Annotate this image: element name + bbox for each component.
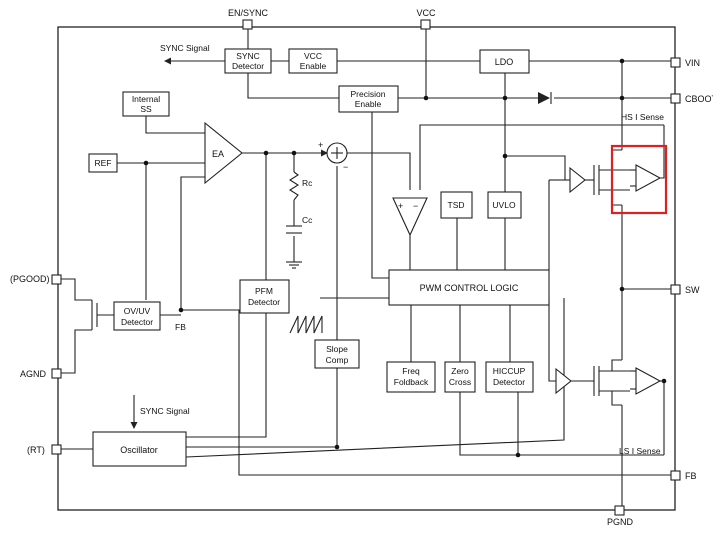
cc-label: Cc — [302, 215, 313, 225]
sum-minus-sign: − — [343, 162, 348, 172]
uvlo-label: UVLO — [492, 200, 516, 210]
internal-ss-line2: SS — [140, 104, 152, 114]
precision-enable-line2: Enable — [355, 99, 382, 109]
comparator-plus-sign: + — [398, 201, 403, 211]
hiccup-detector-line1: HICCUP — [493, 366, 526, 376]
hs-current-sense-amp — [612, 125, 665, 192]
resistor-rc: Rc — [288, 171, 313, 201]
ls-current-sense-amp — [612, 367, 664, 395]
hs-i-sense-label: HS I Sense — [621, 112, 664, 122]
sync-signal-top-label: SYNC Signal — [160, 43, 210, 53]
pin-fb: FB — [670, 470, 697, 481]
ls-i-sense-label: LS I Sense — [619, 446, 661, 456]
ground-symbol — [286, 261, 302, 269]
uvlo-block: UVLO — [487, 191, 522, 219]
pfm-detector-block: PFM Detector — [239, 279, 290, 314]
boot-diode — [538, 92, 552, 104]
hiccup-detector-block: HICCUP Detector — [485, 361, 534, 393]
pin-vin-label: VIN — [685, 58, 700, 68]
ov-uv-detector-block: OV/UV Detector — [113, 301, 161, 331]
freq-foldback-line2: Foldback — [394, 377, 429, 387]
tsd-block: TSD — [440, 191, 473, 219]
vcc-enable-block: VCC Enable — [288, 48, 338, 74]
pwm-control-logic-block: PWM CONTROL LOGIC — [388, 269, 550, 306]
ref-block: REF — [88, 153, 118, 173]
ic-outline — [57, 26, 676, 511]
pin-agnd-label: AGND — [20, 369, 47, 379]
zero-cross-block: Zero Cross — [444, 361, 476, 393]
capacitor-cc: Cc — [286, 215, 313, 234]
pin-vcc: VCC — [416, 8, 436, 30]
pin-sw-label: SW — [685, 285, 700, 295]
vcc-enable-line2: Enable — [300, 61, 327, 71]
pfm-detector-line1: PFM — [255, 286, 273, 296]
ov-uv-detector-line1: OV/UV — [124, 306, 151, 316]
ldo-block: LDO — [479, 49, 530, 74]
pwm-control-logic-label: PWM CONTROL LOGIC — [420, 283, 519, 293]
slope-comp-line2: Comp — [326, 355, 349, 365]
oscillator-label: Oscillator — [120, 445, 158, 455]
sync-detector-line2: Detector — [232, 61, 264, 71]
ov-uv-detector-line2: Detector — [121, 317, 153, 327]
sawtooth-waveform — [289, 315, 323, 334]
sync-detector-line1: SYNC — [236, 51, 260, 61]
tsd-label: TSD — [448, 200, 465, 210]
sync-signal-bottom-label: SYNC Signal — [140, 406, 190, 416]
pin-pgood-label: (PGOOD) — [10, 274, 50, 284]
pin-pgnd: PGND — [607, 505, 634, 527]
pin-en-sync-label: EN/SYNC — [228, 8, 269, 18]
sum-plus-sign: + — [318, 140, 323, 150]
ls-gate-driver — [555, 359, 622, 406]
vcc-enable-line1: VCC — [304, 51, 322, 61]
freq-foldback-block: Freq Foldback — [386, 361, 436, 393]
pin-fb-label: FB — [685, 471, 697, 481]
rc-label: Rc — [302, 178, 313, 188]
pin-rt-label: (RT) — [27, 445, 45, 455]
zero-cross-line1: Zero — [451, 366, 469, 376]
pin-en-sync: EN/SYNC — [228, 8, 269, 30]
hiccup-detector-line2: Detector — [493, 377, 525, 387]
freq-foldback-line1: Freq — [402, 366, 420, 376]
pin-rt: (RT) — [27, 444, 62, 455]
pin-vcc-label: VCC — [416, 8, 436, 18]
slope-comp-line1: Slope — [326, 344, 348, 354]
pin-cboot-label: CBOOT — [685, 94, 713, 104]
pin-pgnd-label: PGND — [607, 517, 634, 527]
hs-sense-highlight — [610, 144, 668, 215]
ea-label: EA — [212, 149, 224, 159]
ref-label: REF — [95, 158, 112, 168]
pin-sw: SW — [670, 284, 700, 295]
hs-gate-driver — [569, 149, 622, 206]
fb-internal-label: FB — [175, 322, 186, 332]
junction-dots — [143, 58, 667, 458]
pfm-detector-line2: Detector — [248, 297, 280, 307]
zero-cross-line2: Cross — [449, 377, 471, 387]
internal-ss-line1: Internal — [132, 94, 160, 104]
precision-enable-block: Precision Enable — [338, 85, 399, 113]
slope-comp-block: Slope Comp — [314, 339, 360, 369]
summing-junction: + − — [318, 140, 348, 172]
comparator-minus-sign: − — [413, 201, 418, 211]
pin-pgood: (PGOOD) — [10, 274, 62, 285]
internal-ss-block: Internal SS — [122, 91, 170, 117]
pin-cboot: CBOOT — [670, 93, 713, 104]
ldo-label: LDO — [495, 57, 514, 67]
precision-enable-line1: Precision — [351, 89, 386, 99]
oscillator-block: Oscillator — [92, 431, 187, 467]
ea-amplifier: EA — [204, 121, 243, 185]
sync-detector-block: SYNC Detector — [224, 48, 272, 74]
pin-agnd: AGND — [20, 368, 62, 379]
pin-vin: VIN — [670, 57, 700, 68]
pwm-comparator: + − — [392, 197, 428, 237]
